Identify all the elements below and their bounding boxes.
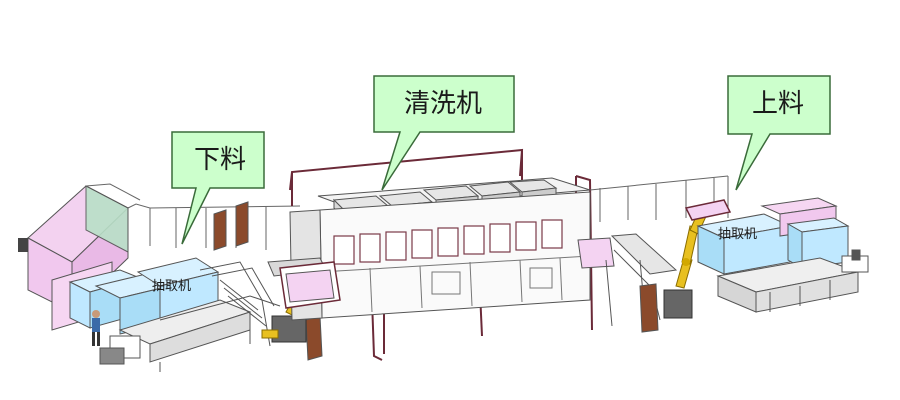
callout-washer-text: 清洗机 (404, 89, 482, 119)
right-conveyor (605, 233, 678, 333)
callout-load: 上料 (727, 75, 831, 191)
callout-unload-text: 下料 (194, 145, 246, 175)
operator-figure (92, 310, 100, 346)
callout-washer: 清洗机 (373, 75, 515, 191)
right-cabinets (696, 197, 850, 275)
left-extractor-label: 抽取机 (152, 279, 191, 294)
washer-body (267, 177, 615, 321)
left-conveyor (99, 261, 281, 372)
right-fence (589, 175, 729, 222)
right-robot (663, 207, 709, 319)
callout-load-text: 上料 (752, 89, 804, 119)
left-doors (213, 201, 323, 361)
right-extractor-label: 抽取机 (718, 227, 757, 242)
callout-unload: 下料 (171, 131, 265, 245)
right-tray (684, 199, 732, 221)
right-base-table (716, 249, 869, 313)
